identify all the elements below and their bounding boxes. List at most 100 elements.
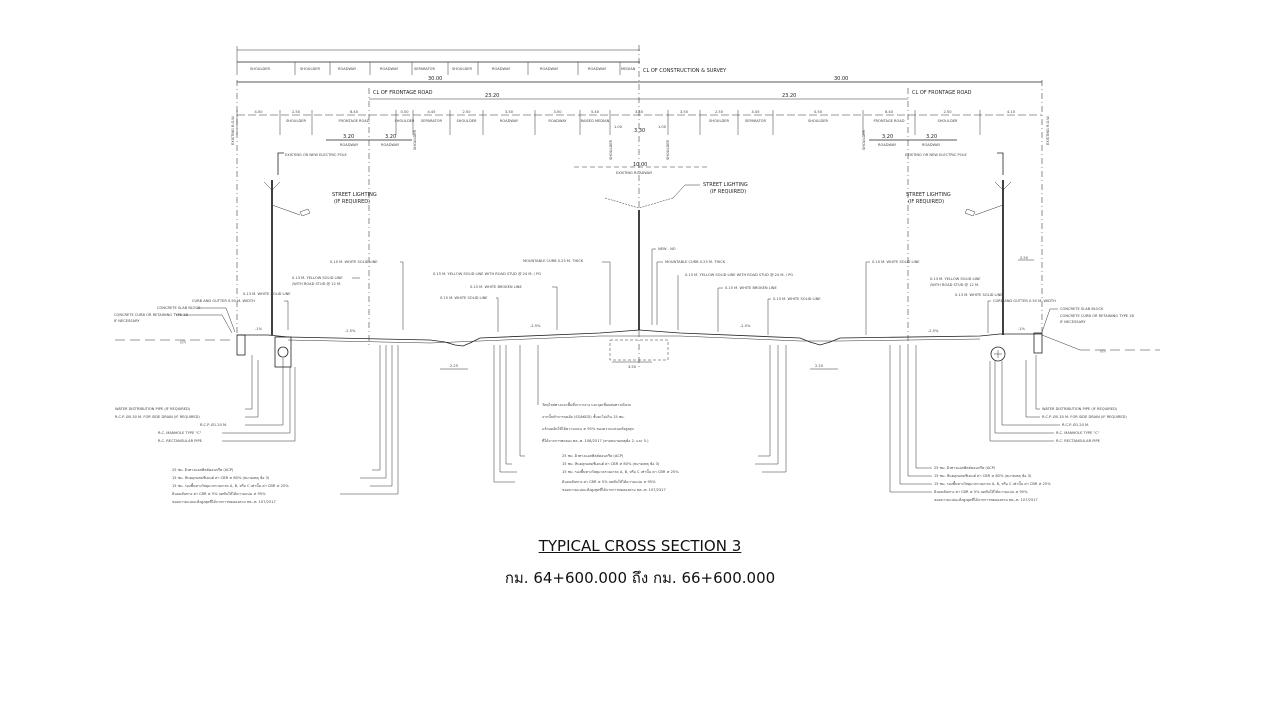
callout: 0.10 M. WHITE SOLID LINE — [330, 260, 378, 264]
median-note: จากนั้นทำการบดอัด (SOAKED) ชั้นละไม่เกิน… — [542, 414, 625, 419]
strip-label: SHOULDER — [250, 67, 270, 71]
strip-label: SHOULDER — [452, 67, 472, 71]
ditch-dim: 2.25 — [450, 364, 458, 368]
pavement-note: ของความแน่นแห้งสูงสุดที่ได้จากการทดลองตา… — [172, 499, 276, 505]
strip-label: ROADWAY — [338, 67, 357, 71]
section-title: TYPICAL CROSS SECTION 3 — [538, 537, 742, 555]
dim-value: 6.40 — [885, 110, 894, 114]
dim-label: ROADWAY — [500, 119, 519, 123]
callout: MOUNTABLE CURB 0.25 M. THICK — [665, 260, 726, 264]
utility-label: R.C. MANHOLE TYPE "C" — [1056, 431, 1100, 435]
dim-value: 6.40 — [350, 110, 359, 114]
existing-roadway-label: EXISTING ROADWAY — [616, 171, 653, 175]
pavement-note: 25 ซม. ผิวทางแอสฟัลต์คอนกรีต (ACP) — [934, 465, 996, 470]
sub-dim: 3.20 — [882, 134, 893, 140]
pavement-notes-left: 25 ซม. ผิวทางแอสฟัลต์คอนกรีต (ACP) 15 ซม… — [172, 345, 399, 505]
median-street-light: STREET LIGHTING (IF REQUIRED) — [604, 182, 748, 330]
callout: /WITH ROAD STUD @ 12 M. — [930, 283, 979, 287]
callout: 2.50 — [1020, 256, 1029, 260]
callout: CONCRETE SLAB BLOCK — [157, 306, 201, 310]
sub-dim-label: ROADWAY — [878, 143, 897, 147]
callout: CURB AND GUTTER 0.50 M. WIDTH — [993, 299, 1056, 303]
pavement-notes-center: วัสดุไหล่ทางและพื้นที่เกาะกลาง และจุดเชื… — [493, 345, 787, 493]
callout: 0.15 M. YELLOW SOLID LINE WITH ROAD STUD… — [685, 273, 793, 277]
median-note: ที่ได้จากการทดลอง ทล.-ท. 108/2517 (ตามหม… — [542, 438, 649, 444]
dim-value: 3.50 — [635, 110, 644, 114]
utility-label: R.C. RECTANGULAR PIPE — [1056, 439, 1101, 443]
dim-label: SEPARATOR — [745, 119, 767, 123]
sub-dim-label: ROADWAY — [340, 143, 359, 147]
utilities-left: WATER DISTRIBUTION PIPE (IF REQUIRED) R.… — [115, 355, 296, 443]
dim-value: 2.50 — [462, 110, 471, 114]
section-subtitle: กม. 64+600.000 ถึง กม. 66+600.000 — [504, 569, 776, 587]
strip-label: ROADWAY — [380, 67, 399, 71]
pavement-note: ดินถมคันทาง ค่า CBR ≥ 5% บดทับให้ได้ความ… — [562, 479, 656, 484]
dim-label: FRONTAGE ROAD — [873, 119, 904, 123]
callout: 0.15 M. WHITE BROKEN LINE — [725, 286, 777, 290]
slope-label: -1% — [1018, 327, 1026, 331]
callout: CURB AND GUTTER 0.50 M. WIDTH — [192, 299, 255, 303]
electric-pole-label: EXISTING OR NEW ELECTRIC POLE — [905, 153, 968, 157]
utility-label: WATER DISTRIBUTION PIPE (IF REQUIRED) — [115, 407, 191, 411]
pavement-note: 15 ซม. หินคลุกผสมซีเมนต์ ค่า CBR ≥ 80% (… — [172, 475, 270, 481]
utility-label: WATER DISTRIBUTION PIPE (IF REQUIRED) — [1042, 407, 1118, 411]
pavement-note: 15 ซม. หินคลุกผสมซีเมนต์ ค่า CBR ≥ 80% (… — [934, 473, 1032, 479]
callouts-right: 0.10 M. WHITE SOLID LINE 0.13 M. YELLOW … — [865, 256, 1134, 335]
callout: CONCRETE CURB OR RETAINING TYPE 1B — [1060, 314, 1134, 318]
callout: NEW - NO — [658, 247, 676, 251]
utility-label: R.C. RECTANGULAR PIPE — [158, 439, 203, 443]
dim-value: 2.50 — [292, 110, 301, 114]
if-required-label: (IF REQUIRED) — [908, 199, 944, 205]
dim-label: FRONTAGE ROAD — [338, 119, 369, 123]
dim-label: RAISED MEDIAN — [581, 119, 610, 123]
dim-value: 0.50 — [400, 110, 409, 114]
existing-roadway-dim: 10.00 — [633, 162, 647, 168]
median-shoulder-label: SHOULDER — [666, 140, 670, 160]
callout: 0.13 M. YELLOW SOLID LINE — [930, 277, 981, 281]
cl-frontage-left: CL OF FRONTAGE ROAD — [373, 90, 433, 96]
pavement-note: 25 ซม. ผิวทางแอสฟัลต์คอนกรีต (ACP) — [172, 467, 234, 472]
electric-pole-left: EXISTING OR NEW ELECTRIC POLE STREET LIG… — [263, 152, 377, 335]
dim-value: 4.10 — [1007, 110, 1016, 114]
slope-label: -2.5% — [740, 324, 751, 328]
callout: IF NECESSARY — [1060, 320, 1086, 324]
strip-label: ROADWAY — [540, 67, 559, 71]
street-lighting-label: STREET LIGHTING — [332, 192, 377, 198]
median-shoulder-label: SHOULDER — [609, 140, 613, 160]
strip-label: SEPARATOR — [414, 67, 436, 71]
slope-label: -2.5% — [530, 324, 541, 328]
row-left-label: EXISTING R.O.W. — [231, 115, 235, 145]
pavement-note: 15 ซม. รองพื้นทางวัสดุมวลรวมเกรด A, B, ห… — [172, 483, 289, 489]
dim-value: 5.40 — [591, 110, 600, 114]
if-required-label: (IF REQUIRED) — [334, 199, 370, 205]
pavement-note: 15 ซม. หินคลุกผสมซีเมนต์ ค่า CBR ≥ 80% (… — [562, 461, 660, 467]
callouts-left: 0.10 M. WHITE SOLID LINE 0.13 M. YELLOW … — [114, 260, 404, 334]
pavement-note: ดินถมคันทาง ค่า CBR ≥ 5% บดทับให้ได้ความ… — [934, 489, 1028, 494]
if-required-label: (IF REQUIRED) — [710, 189, 746, 195]
pavement-note: ดินถมคันทาง ค่า CBR ≥ 5% บดทับให้ได้ความ… — [172, 491, 266, 496]
median-note: วัสดุไหล่ทางและพื้นที่เกาะกลาง และจุดเชื… — [542, 402, 631, 408]
electric-pole-label: EXISTING OR NEW ELECTRIC POLE — [285, 153, 348, 157]
pavement-note: ของความแน่นแห้งสูงสุดที่ได้จากการทดลองตา… — [934, 497, 1038, 503]
ditch-dim: 2.25 — [815, 364, 823, 368]
strip-label: ROADWAY — [588, 67, 607, 71]
ground-hatch: ///// — [1100, 349, 1107, 353]
dim-value: 4.45 — [751, 110, 759, 114]
utilities-right: WATER DISTRIBUTION PIPE (IF REQUIRED) R.… — [989, 355, 1127, 443]
street-lighting-label: STREET LIGHTING — [703, 182, 748, 188]
dim-label: ROADWAY — [548, 119, 567, 123]
strip-label: ROADWAY — [492, 67, 511, 71]
sub-dim: 3.20 — [926, 134, 937, 140]
street-lighting-label: STREET LIGHTING — [906, 192, 951, 198]
callout: 0.15 M. YELLOW SOLID LINE WITH ROAD STUD… — [433, 272, 541, 276]
cl-frontage-right: CL OF FRONTAGE ROAD — [912, 90, 972, 96]
callout: 0.15 M. WHITE BROKEN LINE — [470, 285, 522, 289]
frontage-offset-left: 23.20 — [485, 93, 499, 99]
dim-value: 3.50 — [680, 110, 689, 114]
overall-left-dim: 30.00 — [428, 76, 442, 82]
dim-label: SHOULDER — [457, 119, 477, 123]
dim-value: 0.50 — [814, 110, 823, 114]
shoulder-label: SHOULDER — [862, 130, 866, 150]
dim-value: 2.50 — [943, 110, 952, 114]
